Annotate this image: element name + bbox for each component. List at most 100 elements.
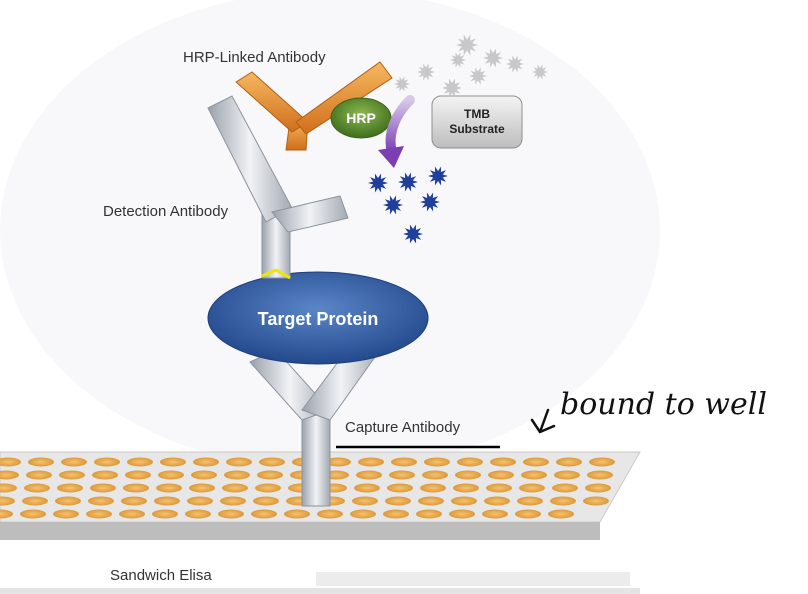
plate-well [317,509,343,519]
plate-well [453,483,479,493]
product-particle [428,166,448,186]
product-particles [368,166,448,244]
microplate [0,451,641,540]
substrate-particle [442,78,462,98]
plate-well [259,457,285,467]
plate-well [416,509,442,519]
plate-well [160,457,186,467]
product-particle [403,224,423,244]
plate-well [220,496,246,506]
substrate-particle [456,34,478,56]
plate-well [449,509,475,519]
plate-well [119,509,145,519]
plate-well [552,483,578,493]
plate-well [585,483,611,493]
substrate-particles [394,34,548,98]
plate-well [284,509,310,519]
plate-well [418,496,444,506]
plate-well [583,496,609,506]
detection-antibody [207,95,349,280]
plate-well [121,496,147,506]
substrate-particle [469,67,487,85]
plate-well [55,496,81,506]
sandwich-elisa-label: Sandwich Elisa [110,567,212,584]
plate-well [490,457,516,467]
product-particle [368,173,388,193]
product-particle [398,172,418,192]
detection-antibody-label: Detection Antibody [103,203,229,220]
plate-well [59,470,85,480]
plate-well [424,457,450,467]
plate-well [88,496,114,506]
capture-antibody-label: Capture Antibody [345,419,461,436]
plate-well [255,483,281,493]
plate-well [389,470,415,480]
plate-well [0,457,21,467]
plate-well [356,470,382,480]
product-particle [383,195,403,215]
plate-well [0,496,15,506]
plate-well [224,470,250,480]
plate-well [488,470,514,480]
plate-well [325,457,351,467]
plate-well [486,483,512,493]
plate-well [20,509,46,519]
plate-well [185,509,211,519]
target-protein: Target Protein [207,271,429,365]
substrate-particle [450,52,466,68]
bottom-strip [0,588,640,594]
plate-well [385,496,411,506]
plate-well [222,483,248,493]
plate-well [53,509,79,519]
plate-well [517,496,543,506]
conversion-arrow [378,95,415,168]
hrp-linked-antibody-label: HRP-Linked Antibody [183,49,326,66]
hrp-linked-antibody [235,61,393,151]
plate-well [253,496,279,506]
plate-well [484,496,510,506]
plate-well [90,483,116,493]
plate-well [554,470,580,480]
plate-well [158,470,184,480]
bottom-strip-right [316,572,630,586]
handwritten-note: bound to well [560,387,767,422]
arrow-icon [530,408,556,434]
plate-well [587,470,613,480]
plate-well [218,509,244,519]
plate-well [187,496,213,506]
substrate-particle [394,76,410,92]
plate-well [191,470,217,480]
plate-well [387,483,413,493]
plate-well [455,470,481,480]
plate-well [556,457,582,467]
plate-well [125,470,151,480]
plate-well [154,496,180,506]
plate-well [0,509,13,519]
hrp-label: HRP [346,110,376,126]
plate-well [61,457,87,467]
plate-well [350,509,376,519]
plate-well [422,470,448,480]
substrate-particle [506,55,524,73]
plate-well [251,509,277,519]
plate-well [0,470,19,480]
plate-well [123,483,149,493]
plate-well [354,483,380,493]
target-protein-label: Target Protein [258,309,379,329]
plate-well [127,457,153,467]
plate-well [86,509,112,519]
substrate-particle [417,63,435,81]
plate-well [420,483,446,493]
substrate-particle [532,64,548,80]
plate-well [457,457,483,467]
product-particle [420,192,440,212]
tmb-substrate-box: TMB Substrate [431,95,523,149]
plate-well [548,509,574,519]
substrate-label: Substrate [449,122,505,136]
plate-well [519,483,545,493]
plate-well [589,457,615,467]
plate-well [156,483,182,493]
plate-well [92,470,118,480]
plate-well [226,457,252,467]
plate-well [57,483,83,493]
